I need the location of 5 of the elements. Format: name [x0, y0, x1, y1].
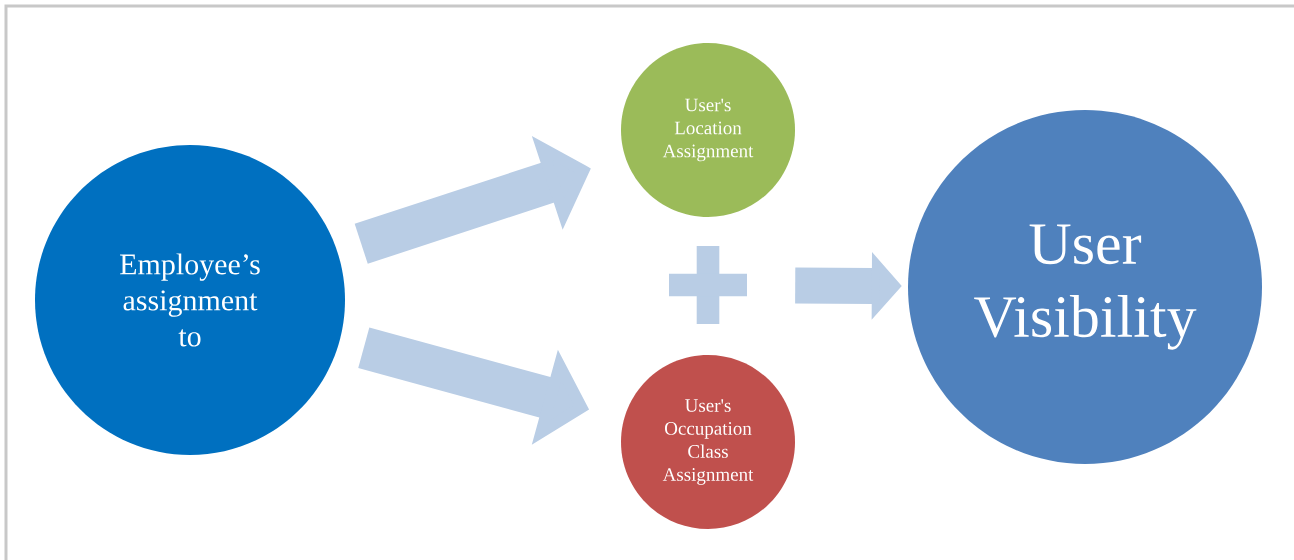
circle-node: User's Occupation Class Assignment [621, 355, 795, 529]
circle-node: User Visibility [908, 110, 1262, 464]
circle-node: User's Location Assignment [621, 43, 795, 217]
plus-sign [669, 246, 747, 324]
circle-node: Employee’s assignment to [35, 145, 345, 455]
